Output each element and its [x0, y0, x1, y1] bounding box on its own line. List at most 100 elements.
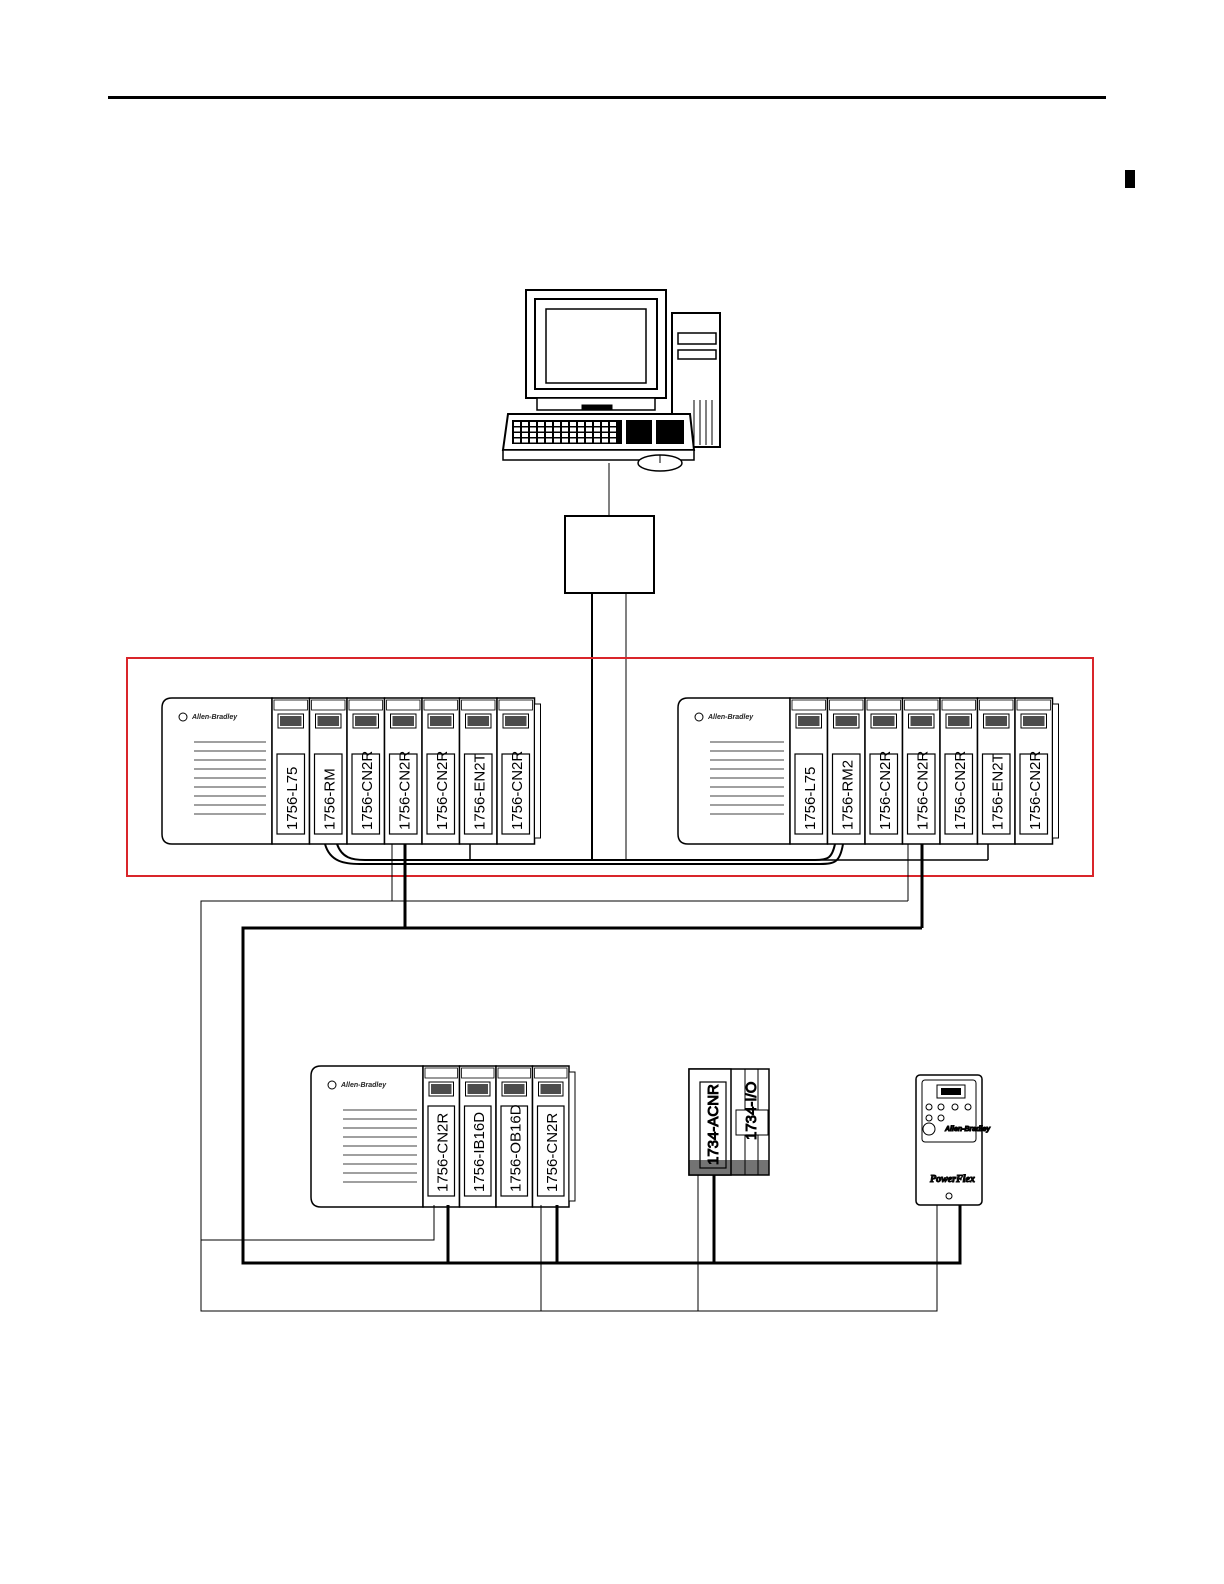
key-cap — [586, 422, 592, 426]
switch-box — [565, 516, 654, 593]
key-cap — [514, 439, 520, 443]
module-label: 1756-CN2R — [914, 751, 931, 830]
module-1756-ib16d: 1756-IB16D — [460, 1066, 497, 1207]
module-label: 1756-CN2R — [434, 751, 451, 830]
module-label: 1756-CN2R — [952, 751, 969, 830]
chassis-end-cap — [1053, 704, 1059, 838]
module-1756-cn2r: 1756-CN2R — [422, 698, 460, 844]
redundant-chassis-a: Allen-Bradley 1756-L75 1756-RM 1756-CN2R 175… — [162, 698, 541, 844]
key-cap — [610, 433, 616, 437]
key-cap — [586, 439, 592, 443]
key-cap — [602, 422, 608, 426]
chassis-brand: Allen-Bradley — [707, 714, 754, 721]
key-cap — [610, 428, 616, 432]
key-cap — [610, 439, 616, 443]
module-label: 1756-RM — [321, 768, 338, 830]
chassis-brand: Allen-Bradley — [191, 714, 238, 721]
key-cap — [530, 439, 536, 443]
ab-logo-icon — [179, 713, 187, 721]
key-cap — [578, 428, 584, 432]
key-cap — [522, 433, 528, 437]
key-cap — [570, 428, 576, 432]
en2t-ethernet-links — [470, 844, 988, 860]
key-cap — [610, 422, 616, 426]
point-io-icon: 1734-ACNR 1734-I/O — [689, 1069, 769, 1175]
module-label: 1756-L75 — [802, 767, 819, 830]
key-cap — [562, 439, 568, 443]
key-cap — [530, 428, 536, 432]
module-label: 1756-EN2T — [471, 753, 488, 830]
key-cap — [578, 433, 584, 437]
key-cap — [562, 422, 568, 426]
module-1756-cn2r: 1756-CN2R — [385, 698, 423, 844]
key-cap — [578, 422, 584, 426]
computer-icon — [503, 290, 720, 471]
powerflex-drive-icon: Allen-Bradley PowerFlex — [916, 1075, 991, 1205]
key-cap — [538, 422, 544, 426]
key-cap — [594, 428, 600, 432]
key-cap — [514, 428, 520, 432]
key-cap — [530, 422, 536, 426]
redundancy-fiber — [325, 844, 843, 864]
redundant-chassis-b: Allen-Bradley1756-L751756-RM21756-CN2R17… — [678, 698, 1059, 844]
module-1756-cn2r: 1756-CN2R — [1015, 698, 1053, 844]
key-cap — [602, 433, 608, 437]
module-1756-cn2r: 1756-CN2R — [347, 698, 385, 844]
module-label: 1756-CN2R — [396, 751, 413, 830]
key-cap — [562, 428, 568, 432]
key-cap — [554, 439, 560, 443]
drive-brand: Allen-Bradley — [944, 1126, 991, 1133]
key-cap — [594, 433, 600, 437]
module-1756-cn2r: 1756-CN2R — [497, 698, 535, 844]
key-cap — [522, 439, 528, 443]
chassis-end-cap — [569, 1072, 575, 1201]
key-cap — [554, 433, 560, 437]
key-cap — [570, 433, 576, 437]
module-1756-en2t: 1756-EN2T — [460, 698, 498, 844]
module-1756-cn2r: 1756-CN2R — [903, 698, 941, 844]
key-cap — [594, 422, 600, 426]
module-1756-cn2r: 1756-CN2R — [533, 1066, 570, 1207]
module-label: 1756-CN2R — [359, 751, 376, 830]
key-cap — [530, 433, 536, 437]
header-rule — [108, 96, 1106, 99]
module-label: 1756-L75 — [284, 767, 301, 830]
module-1756-en2t: 1756-EN2T — [978, 698, 1016, 844]
module-label: 1756-CN2R — [544, 1113, 561, 1192]
key-cap — [538, 433, 544, 437]
change-bar — [1125, 170, 1135, 188]
module-1756-ob16d: 1756-OB16D — [496, 1066, 533, 1207]
key-cap — [538, 439, 544, 443]
key-cap — [594, 439, 600, 443]
key-cap — [546, 433, 552, 437]
drive-model: PowerFlex — [930, 1174, 975, 1185]
module-1756-cn2r: 1756-CN2R — [865, 698, 903, 844]
key-cap — [554, 428, 560, 432]
point-io-module-label: 1734-I/O — [743, 1082, 760, 1140]
key-cap — [522, 428, 528, 432]
module-1756-cn2r: 1756-CN2R — [940, 698, 978, 844]
key-cap — [546, 439, 552, 443]
key-cap — [538, 428, 544, 432]
key-cap — [514, 433, 520, 437]
key-cap — [522, 422, 528, 426]
key-cap — [578, 439, 584, 443]
key-cap — [562, 433, 568, 437]
point-io-adapter-label: 1734-ACNR — [705, 1084, 722, 1165]
module-label: 1756-EN2T — [989, 753, 1006, 830]
key-cap — [586, 433, 592, 437]
module-label: 1756-OB16D — [507, 1104, 524, 1192]
module-label: 1756-CN2R — [509, 751, 526, 830]
ab-logo-icon — [695, 713, 703, 721]
key-cap — [570, 422, 576, 426]
module-1756-l75: 1756-L75 — [272, 698, 310, 844]
module-1756-cn2r: 1756-CN2R — [423, 1066, 460, 1207]
chassis-end-cap — [535, 704, 541, 838]
ab-logo-icon — [328, 1081, 336, 1089]
key-cap — [570, 439, 576, 443]
module-1756-rm: 1756-RM — [310, 698, 348, 844]
key-cap — [602, 428, 608, 432]
module-label: 1756-CN2R — [434, 1113, 451, 1192]
